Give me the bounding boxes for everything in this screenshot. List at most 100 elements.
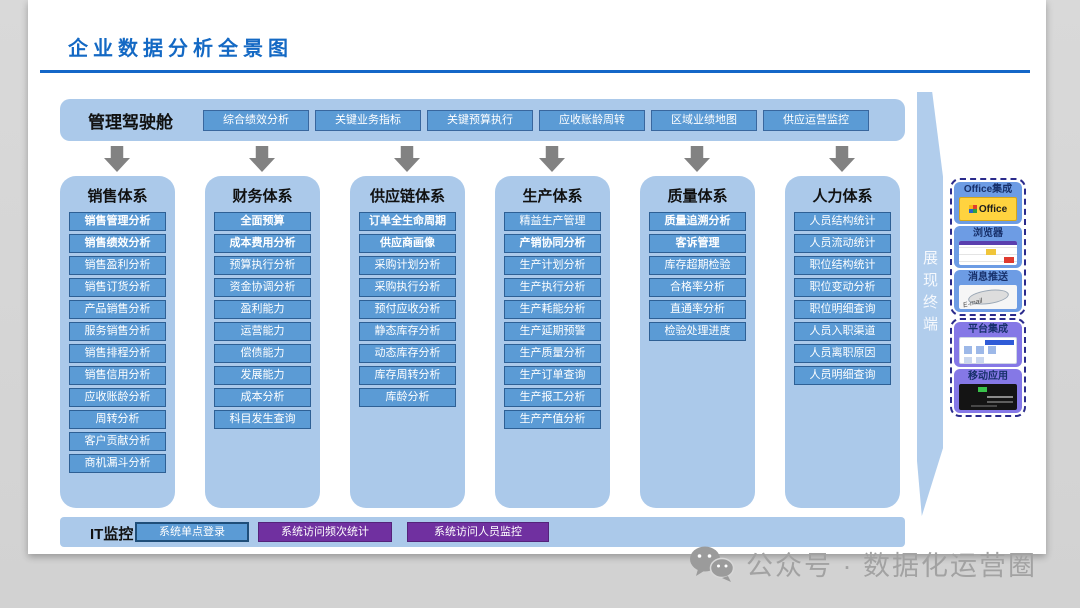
analysis-item-button[interactable]: 人员离职原因 [794, 344, 891, 363]
terminal-box[interactable]: 浏览器 [954, 226, 1022, 268]
analysis-item-button[interactable]: 质量追溯分析 [649, 212, 746, 231]
dashboard-button[interactable]: 区域业绩地图 [651, 109, 757, 131]
analysis-item-button[interactable]: 生产延期预警 [504, 322, 601, 341]
analysis-item-button[interactable]: 生产报工分析 [504, 388, 601, 407]
analysis-item-button[interactable]: 生产计划分析 [504, 256, 601, 275]
analysis-item-button[interactable]: 盈利能力 [214, 300, 311, 319]
analysis-item-button[interactable]: 库龄分析 [359, 388, 456, 407]
analysis-item-button[interactable]: 职位变动分析 [794, 278, 891, 297]
analysis-item-button[interactable]: 应收账龄分析 [69, 388, 166, 407]
analysis-item-button[interactable]: 人员流动统计 [794, 234, 891, 253]
analysis-item-button[interactable]: 偿债能力 [214, 344, 311, 363]
slide-canvas: 企业数据分析全景图 管理驾驶舱 综合绩效分析关键业务指标关键预算执行应收账龄周转… [28, 0, 1046, 554]
analysis-item-button[interactable]: 资金协调分析 [214, 278, 311, 297]
analysis-item-button[interactable]: 职位结构统计 [794, 256, 891, 275]
analysis-item-button[interactable]: 精益生产管理 [504, 212, 601, 231]
dashboard-button-group: 综合绩效分析关键业务指标关键预算执行应收账龄周转区域业绩地图供应运营监控 [203, 109, 869, 131]
page-title: 企业数据分析全景图 [68, 38, 293, 60]
analysis-item-button[interactable]: 直通率分析 [649, 300, 746, 319]
analysis-item-button[interactable]: 销售绩效分析 [69, 234, 166, 253]
analysis-item-button[interactable]: 运营能力 [214, 322, 311, 341]
analysis-item-button[interactable]: 发展能力 [214, 366, 311, 385]
analysis-item-button[interactable]: 静态库存分析 [359, 322, 456, 341]
analysis-item-button[interactable]: 库存超期检验 [649, 256, 746, 275]
analysis-item-button[interactable]: 订单全生命周期 [359, 212, 456, 231]
system-panel-items: 精益生产管理产销协同分析生产计划分析生产执行分析生产耗能分析生产延期预警生产质量… [495, 210, 610, 429]
analysis-item-button[interactable]: 服务销售分析 [69, 322, 166, 341]
system-panel-items: 销售管理分析销售绩效分析销售盈利分析销售订货分析产品销售分析服务销售分析销售排程… [60, 210, 175, 473]
analysis-item-button[interactable]: 商机漏斗分析 [69, 454, 166, 473]
analysis-item-button[interactable]: 成本分析 [214, 388, 311, 407]
system-panel-title: 财务体系 [232, 188, 293, 205]
analysis-item-button[interactable]: 生产耗能分析 [504, 300, 601, 319]
terminal-box[interactable]: 平台集成 [954, 322, 1022, 367]
analysis-item-button[interactable]: 客户贡献分析 [69, 432, 166, 451]
analysis-item-button[interactable]: 合格率分析 [649, 278, 746, 297]
analysis-item-button[interactable]: 人员入职渠道 [794, 322, 891, 341]
office-logo-icon: Office [959, 197, 1017, 221]
it-monitor-button[interactable]: 系统访问频次统计 [258, 522, 392, 542]
system-panel: 生产体系精益生产管理产销协同分析生产计划分析生产执行分析生产耗能分析生产延期预警… [495, 176, 610, 508]
analysis-item-button[interactable]: 科目发生查询 [214, 410, 311, 429]
analysis-item-button[interactable]: 人员结构统计 [794, 212, 891, 231]
analysis-item-button[interactable]: 产销协同分析 [504, 234, 601, 253]
watermark: 公众号 · 数据化运营圈 [688, 544, 1037, 583]
analysis-item-button[interactable]: 动态库存分析 [359, 344, 456, 363]
analysis-item-button[interactable]: 采购计划分析 [359, 256, 456, 275]
system-panel-title: 销售体系 [87, 188, 148, 205]
analysis-item-button[interactable]: 周转分析 [69, 410, 166, 429]
analysis-item-button[interactable]: 检验处理进度 [649, 322, 746, 341]
analysis-item-button[interactable]: 销售盈利分析 [69, 256, 166, 275]
dashboard-button[interactable]: 供应运营监控 [763, 109, 869, 131]
terminal-box-label: 消息推送 [968, 272, 1008, 283]
analysis-item-button[interactable]: 销售管理分析 [69, 212, 166, 231]
analysis-item-button[interactable]: 销售排程分析 [69, 344, 166, 363]
down-arrow-icon [684, 146, 710, 172]
analysis-item-button[interactable]: 全面预算 [214, 212, 311, 231]
analysis-item-button[interactable]: 采购执行分析 [359, 278, 456, 297]
it-monitor-button[interactable]: 系统单点登录 [135, 522, 249, 542]
analysis-item-button[interactable]: 成本费用分析 [214, 234, 311, 253]
analysis-item-button[interactable]: 职位明细查询 [794, 300, 891, 319]
analysis-item-button[interactable]: 销售信用分析 [69, 366, 166, 385]
analysis-item-button[interactable]: 预付应收分析 [359, 300, 456, 319]
system-panel: 财务体系全面预算成本费用分析预算执行分析资金协调分析盈利能力运营能力偿债能力发展… [205, 176, 320, 508]
analysis-item-button[interactable]: 库存周转分析 [359, 366, 456, 385]
it-monitor-button[interactable]: 系统访问人员监控 [407, 522, 549, 542]
management-dashboard-bar: 管理驾驶舱 综合绩效分析关键业务指标关键预算执行应收账龄周转区域业绩地图供应运营… [60, 99, 905, 141]
analysis-item-button[interactable]: 销售订货分析 [69, 278, 166, 297]
dashboard-button[interactable]: 综合绩效分析 [203, 109, 309, 131]
terminal-box[interactable]: 消息推送 E-mail [954, 270, 1022, 312]
down-arrow-icon [249, 146, 275, 172]
analysis-item-button[interactable]: 生产质量分析 [504, 344, 601, 363]
analysis-item-button[interactable]: 人员明细查询 [794, 366, 891, 385]
platform-screenshot-icon [959, 337, 1017, 364]
dashboard-button[interactable]: 关键业务指标 [315, 109, 421, 131]
system-panel: 人力体系人员结构统计人员流动统计职位结构统计职位变动分析职位明细查询人员入职渠道… [785, 176, 900, 508]
analysis-item-button[interactable]: 生产产值分析 [504, 410, 601, 429]
terminal-box-label: 平台集成 [968, 324, 1008, 335]
terminal-box-label: Office集成 [963, 184, 1013, 195]
analysis-item-button[interactable]: 预算执行分析 [214, 256, 311, 275]
terminal-icon-text: E-mail [962, 297, 984, 309]
dashboard-button[interactable]: 关键预算执行 [427, 109, 533, 131]
dashboard-button[interactable]: 应收账龄周转 [539, 109, 645, 131]
system-panel-items: 人员结构统计人员流动统计职位结构统计职位变动分析职位明细查询人员入职渠道人员离职… [785, 210, 900, 385]
mobile-screenshot-icon [959, 383, 1017, 410]
terminal-box[interactable]: 移动应用 [954, 368, 1022, 413]
system-panel-title: 人力体系 [812, 188, 873, 205]
dashboard-title: 管理驾驶舱 [88, 112, 173, 132]
system-panel-title: 质量体系 [667, 188, 728, 205]
email-disc-icon: E-mail [959, 285, 1017, 309]
system-panel-items: 订单全生命周期供应商画像采购计划分析采购执行分析预付应收分析静态库存分析动态库存… [350, 210, 465, 407]
terminal-group-purple: 平台集成移动应用 [950, 318, 1026, 417]
analysis-item-button[interactable]: 生产执行分析 [504, 278, 601, 297]
down-arrow-icon [394, 146, 420, 172]
analysis-item-button[interactable]: 产品销售分析 [69, 300, 166, 319]
terminal-box[interactable]: Office集成 Office [954, 182, 1022, 224]
analysis-item-button[interactable]: 客诉管理 [649, 234, 746, 253]
analysis-item-button[interactable]: 生产订单查询 [504, 366, 601, 385]
analysis-item-button[interactable]: 供应商画像 [359, 234, 456, 253]
down-arrow-icon [539, 146, 565, 172]
title-underline [40, 70, 1030, 73]
